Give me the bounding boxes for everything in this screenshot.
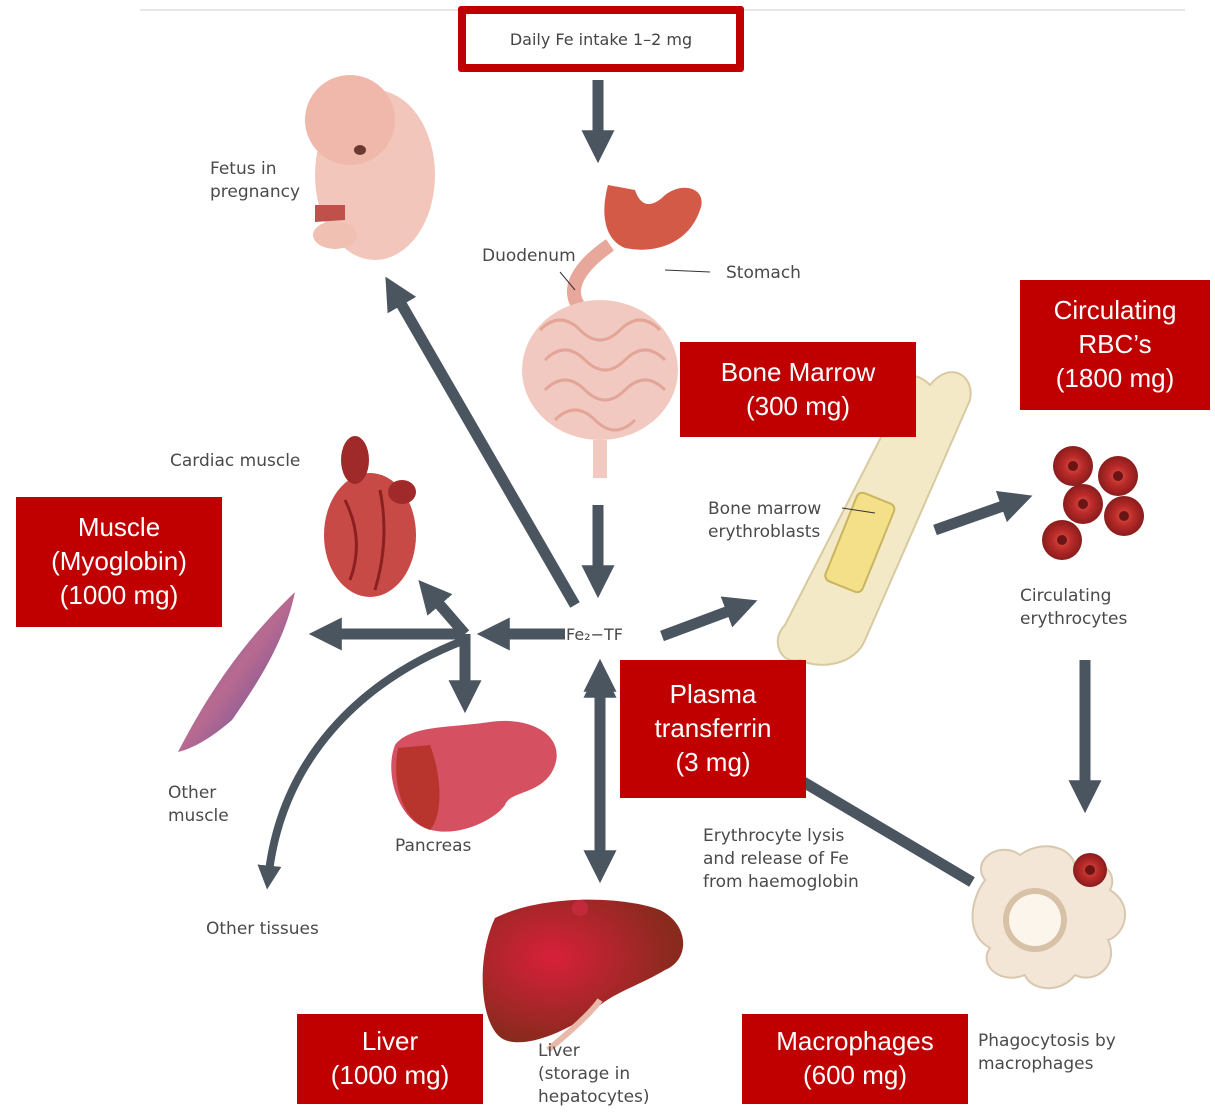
fe2-tf-label: Fe₂−TF [566, 624, 623, 646]
circulating-rbc-box-line: Circulating [1054, 294, 1177, 328]
fetus-label: Fetus in pregnancy [210, 158, 300, 204]
muscle-box-line: Muscle [78, 511, 160, 545]
cardiac-muscle-label: Cardiac muscle [170, 450, 300, 473]
pancreas-illustration [391, 721, 556, 832]
circulating-rbc-box-line: (1800 mg) [1056, 362, 1175, 396]
erythrocyte-lysis-label: Erythrocyte lysis and release of Fe from… [703, 825, 859, 894]
circulating-rbc-box-line: RBC’s [1078, 328, 1151, 362]
circulating-erythrocytes-label: Circulating erythrocytes [1020, 585, 1127, 631]
marrow-erythroblasts-label: Bone marrow erythroblasts [708, 498, 821, 544]
lysis-line: Erythrocyte lysis [703, 825, 859, 848]
daily-intake-label: Daily Fe intake 1–2 mg [510, 30, 692, 49]
fetus-illustration [305, 75, 435, 260]
muscle-box-line: (Myoglobin) [51, 545, 187, 579]
lysis-line: from haemoglobin [703, 871, 859, 894]
pancreas-label: Pancreas [395, 835, 471, 858]
muscle-box: Muscle (Myoglobin) (1000 mg) [16, 497, 222, 627]
marrow-erythroblasts-line: Bone marrow [708, 498, 821, 521]
arrow-tf-marrow [662, 605, 745, 636]
phagocytosis-label: Phagocytosis by macrophages [978, 1030, 1116, 1076]
arrow-to-heart [427, 590, 465, 634]
bone-marrow-box: Bone Marrow (300 mg) [680, 342, 916, 437]
fetus-label-line: Fetus in [210, 158, 300, 181]
arrow-marrow-rbc [935, 500, 1020, 530]
other-muscle-line: muscle [168, 805, 229, 828]
heart-illustration [324, 436, 416, 597]
fetus-label-line: pregnancy [210, 181, 300, 204]
other-tissues-label: Other tissues [206, 918, 319, 941]
phagocytosis-line: Phagocytosis by [978, 1030, 1116, 1053]
stomach-label: Stomach [726, 262, 801, 285]
plasma-transferrin-box: Plasma transferrin (3 mg) [620, 660, 806, 798]
daily-intake-box: Daily Fe intake 1–2 mg [458, 6, 744, 72]
liver-illustration [483, 900, 684, 1050]
liver-storage-line: (storage in [538, 1063, 650, 1086]
circulating-rbc-box: Circulating RBC’s (1800 mg) [1020, 280, 1210, 410]
muscle-box-line: (1000 mg) [60, 579, 179, 613]
bone-marrow-box-line: Bone Marrow [721, 356, 876, 390]
circulating-erythrocytes-line: Circulating [1020, 585, 1127, 608]
macrophages-box-line: (600 mg) [803, 1059, 907, 1093]
plasma-transferrin-box-line: transferrin [654, 712, 771, 746]
rbc-illustration [1042, 446, 1144, 560]
plasma-transferrin-box-line: (3 mg) [675, 746, 750, 780]
liver-box: Liver (1000 mg) [297, 1014, 483, 1104]
macrophages-box-line: Macrophages [776, 1025, 934, 1059]
liver-storage-line: hepatocytes) [538, 1086, 650, 1109]
lysis-line: and release of Fe [703, 848, 859, 871]
bone-marrow-box-line: (300 mg) [746, 390, 850, 424]
liver-box-line: (1000 mg) [331, 1059, 450, 1093]
duodenum-label: Duodenum [482, 245, 576, 268]
marrow-erythroblasts-line: erythroblasts [708, 521, 821, 544]
other-muscle-label: Other muscle [168, 782, 229, 828]
liver-storage-label: Liver (storage in hepatocytes) [538, 1040, 650, 1109]
macrophages-box: Macrophages (600 mg) [742, 1014, 968, 1104]
other-muscle-line: Other [168, 782, 229, 805]
phagocytosis-line: macrophages [978, 1053, 1116, 1076]
macrophage-illustration [973, 846, 1126, 988]
circulating-erythrocytes-line: erythrocytes [1020, 608, 1127, 631]
liver-storage-line: Liver [538, 1040, 650, 1063]
plasma-transferrin-box-line: Plasma [670, 678, 757, 712]
liver-box-line: Liver [362, 1025, 418, 1059]
